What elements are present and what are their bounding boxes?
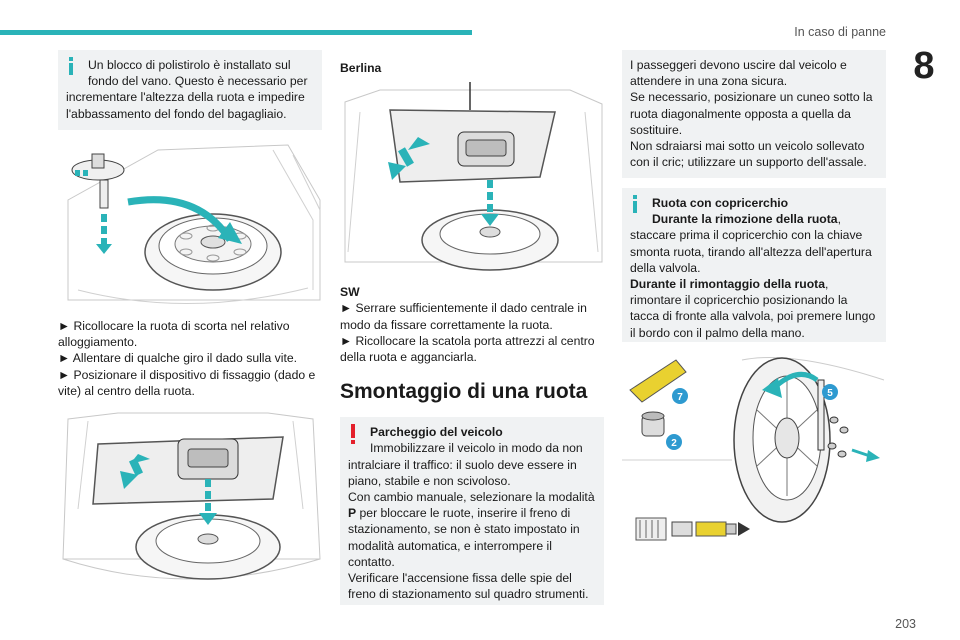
fixing-step: ► Ricollocare la ruota di scorta nel rel…	[58, 319, 290, 350]
sw-steps-list: ► Serrare sufficientemente il dado centr…	[340, 300, 604, 365]
hubcap-sub2-rest: rimontare il copricerchio posizionando l…	[630, 293, 876, 340]
warning-rest3: Verificare l'accensione fissa delle spie…	[348, 571, 589, 602]
badge-5: 5	[827, 388, 833, 399]
note-line2: fondo del vano. Questo è necessario per	[88, 74, 308, 89]
page-header-title: In caso di panne	[794, 25, 886, 39]
column-left: Un blocco di polistirolo è installato su…	[58, 50, 322, 590]
sw-step: ► Ricollocare la scatola porta attrezzi …	[340, 333, 595, 365]
warning-rest2: Con cambio manuale, selezionare la modal…	[348, 489, 596, 570]
note-line1: Un blocco di polistirolo è installato su…	[88, 58, 291, 72]
hubcap-title: Ruota con copricerchio	[652, 196, 789, 210]
warning-rest1: intralciare il traffico: il suolo deve e…	[348, 457, 577, 488]
info-icon	[69, 57, 73, 75]
safety-p1: I passeggeri devono uscire dal veicolo e…	[630, 58, 847, 89]
note-rest: incrementare l'altezza della ruota e imp…	[66, 90, 305, 121]
info-icon	[633, 195, 637, 213]
chapter-number: 8	[913, 45, 935, 87]
wheel-removal-illustration: 7 2 5	[622, 350, 886, 560]
sw-trunk-illustration	[58, 409, 322, 590]
hubcap-sub1-title: Durante la rimozione della ruota	[652, 212, 838, 227]
hubcap-sub1-line: Durante la rimozione della ruota,	[630, 211, 878, 227]
berlina-trunk-illustration	[340, 82, 604, 273]
hubcap-sub1-comma: ,	[837, 212, 841, 227]
warning-line1: Immobilizzare il veicolo in modo da non	[370, 441, 583, 456]
badge-7: 7	[677, 392, 683, 403]
safety-p2: Se necessario, posizionare un cuneo sott…	[630, 90, 873, 137]
badge-5-icon	[822, 384, 838, 400]
info-note-box: Un blocco di polistirolo è installato su…	[58, 50, 322, 130]
page-number: 203	[895, 617, 916, 631]
column-middle: Berlina SW ► Serrare sufficientemente il…	[340, 50, 604, 606]
fixing-step: ► Allentare di qualche giro il dado sull…	[58, 351, 298, 366]
hubcap-sub2-comma: ,	[825, 277, 829, 292]
badge-2-icon	[666, 434, 682, 450]
spare-wheel-fixing-illustration	[58, 140, 322, 310]
fixing-step: ► Posizionare il dispositivo di fissaggi…	[58, 367, 316, 398]
warning-rest2-c: per bloccare le ruote, inserire il freno…	[348, 506, 580, 569]
hubcap-sub1-rest: staccare prima il copricerchio con la ch…	[630, 228, 872, 275]
warning-icon	[351, 424, 355, 445]
badge-7-icon	[672, 388, 688, 404]
badge-2: 2	[671, 438, 677, 449]
mode-p-label: P	[348, 506, 357, 521]
section-title: Smontaggio di una ruota	[340, 380, 588, 404]
hubcap-info-box: Ruota con copricerchio Durante la rimozi…	[622, 188, 886, 342]
fixing-steps-list: ► Ricollocare la ruota di scorta nel rel…	[58, 318, 322, 399]
hubcap-sub2-title: Durante il rimontaggio della ruota	[630, 277, 826, 292]
safety-box: I passeggeri devono uscire dal veicolo e…	[622, 50, 886, 178]
column-right: I passeggeri devono uscire dal veicolo e…	[622, 50, 886, 560]
hubcap-sub2-line: Durante il rimontaggio della ruota,	[630, 276, 878, 292]
warning-rest2-a: Con cambio manuale, selezionare la modal…	[348, 490, 595, 505]
warning-title: Parcheggio del veicolo	[370, 425, 503, 440]
sw-step: ► Serrare sufficientemente il dado centr…	[340, 301, 587, 332]
safety-p3: Non sdraiarsi mai sotto un veicolo solle…	[630, 139, 867, 170]
warning-box: Parcheggio del veicolo Immobilizzare il …	[340, 417, 604, 606]
berlina-label: Berlina	[340, 61, 382, 75]
header-accent-bar	[0, 30, 472, 35]
sw-label: SW	[340, 285, 360, 300]
